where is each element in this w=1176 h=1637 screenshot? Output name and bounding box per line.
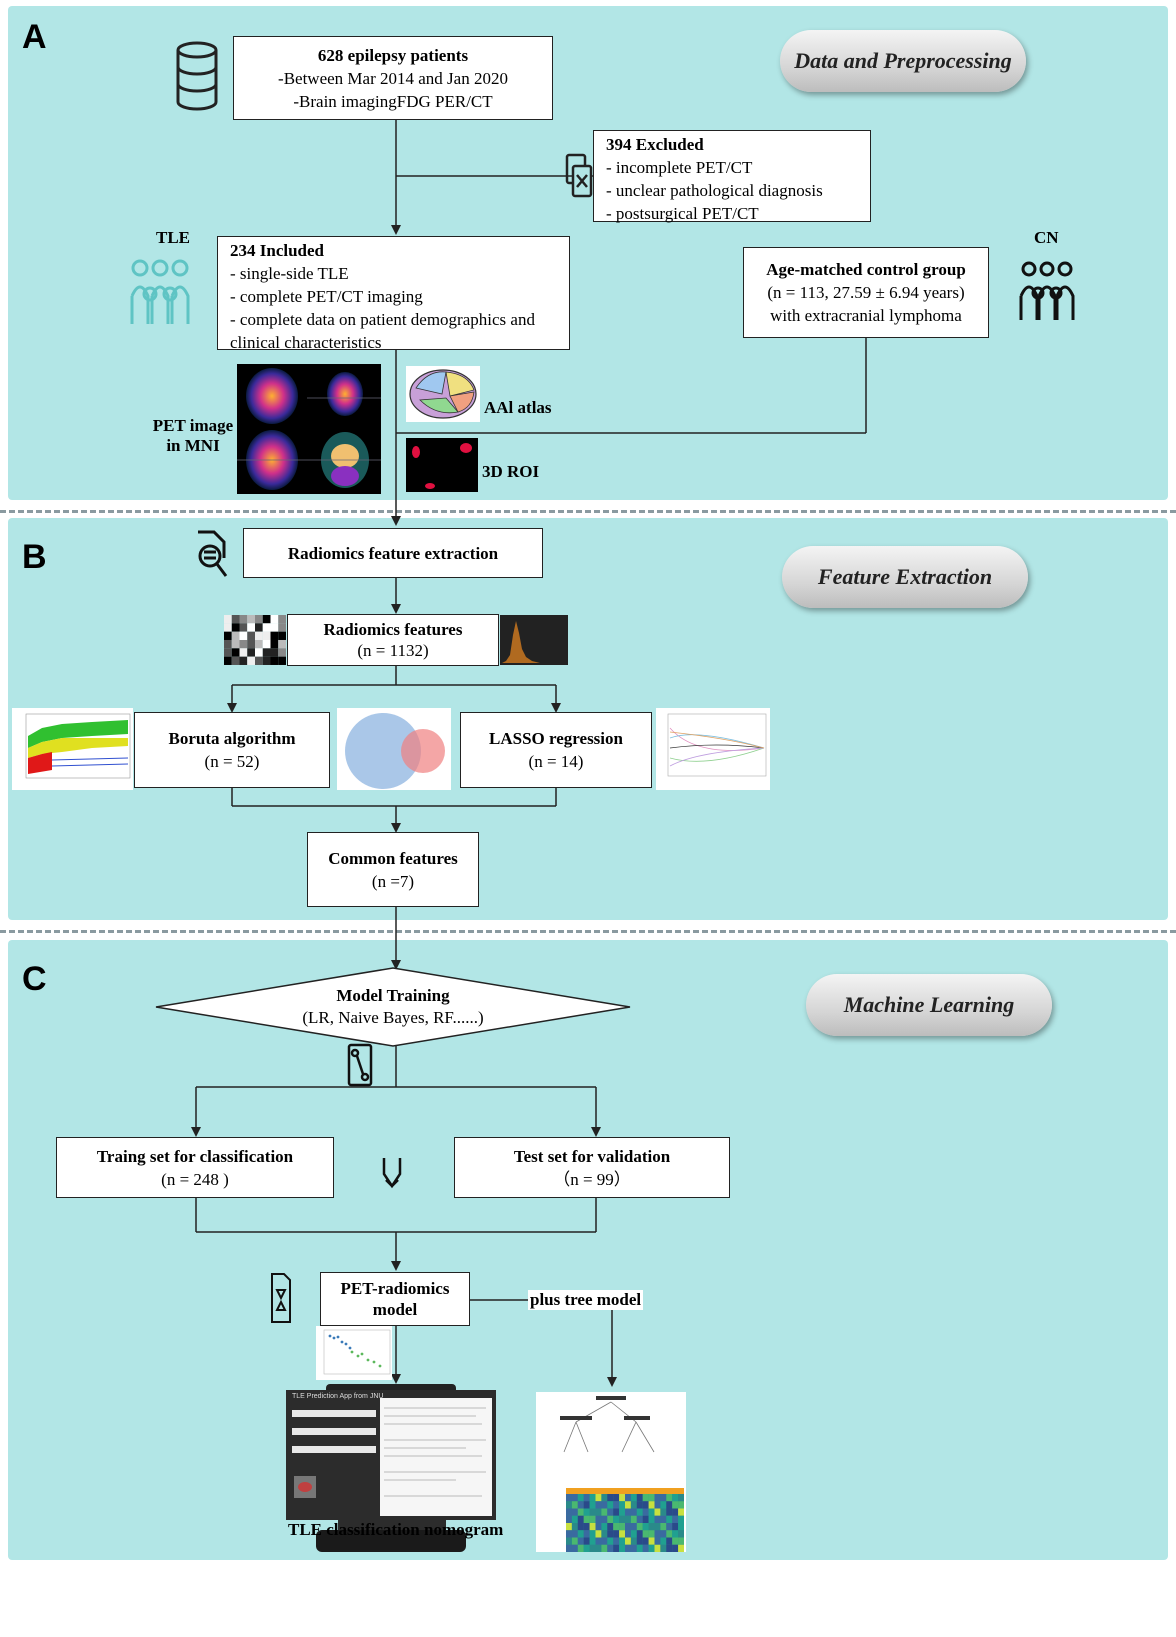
common-features-box: Common features (n =7) bbox=[307, 832, 479, 907]
nomogram-app-thumbnail bbox=[286, 1384, 496, 1552]
features-box: Radiomics features (n = 1132) bbox=[287, 614, 499, 666]
cn-group-icon bbox=[1019, 261, 1075, 320]
lasso-box: LASSO regression (n = 14) bbox=[460, 712, 652, 788]
patients-line-1: -Between Mar 2014 and Jan 2020 bbox=[278, 68, 508, 88]
lasso-plot-thumbnail bbox=[656, 708, 770, 790]
training-set-title: Traing set for classification bbox=[96, 1146, 294, 1166]
features-n: (n = 1132) bbox=[357, 641, 429, 660]
plus-tree-model-label: plus tree model bbox=[528, 1290, 644, 1310]
model-training-sub: (LR, Naive Bayes, RF......) bbox=[302, 1008, 484, 1027]
excluded-item-2: - unclear pathological diagnosis bbox=[606, 181, 823, 200]
cn-label: CN bbox=[1034, 228, 1059, 247]
included-title: 234 Included bbox=[230, 241, 324, 260]
included-item-1: - single-side TLE bbox=[230, 264, 349, 283]
lasso-n: (n = 14) bbox=[528, 752, 584, 771]
control-box: Age-matched control group (n = 113, 27.5… bbox=[743, 247, 989, 338]
pet-radiomics-line-1: PET-radiomics bbox=[340, 1279, 450, 1298]
model-training-title: Model Training bbox=[336, 986, 450, 1005]
pet-image-thumbnail bbox=[237, 364, 381, 494]
roi-thumbnail bbox=[406, 438, 478, 492]
tree-model-thumbnail bbox=[536, 1392, 686, 1552]
boruta-plot-thumbnail bbox=[12, 708, 133, 790]
split-icon bbox=[347, 1043, 373, 1087]
boruta-n: (n = 52) bbox=[204, 752, 260, 771]
aal-atlas-thumbnail bbox=[406, 366, 480, 422]
test-set-n: （n = 99） bbox=[553, 1169, 631, 1189]
model-training-diamond bbox=[155, 967, 631, 1047]
control-line-2: with extracranial lymphoma bbox=[770, 306, 962, 325]
banner-machine-learning: Machine Learning bbox=[806, 974, 1052, 1036]
banner-feature-extraction: Feature Extraction bbox=[782, 546, 1028, 608]
tle-label: TLE bbox=[156, 228, 191, 247]
divider-ab bbox=[0, 510, 1176, 513]
patients-line-2: -Brain imagingFDG PER/CT bbox=[293, 91, 493, 111]
panel-letter-a: A bbox=[22, 18, 47, 56]
excluded-box: 394 Excluded - incomplete PET/CT - uncle… bbox=[593, 130, 871, 223]
scatter-plot-thumbnail bbox=[316, 1326, 392, 1380]
common-features-n: (n =7) bbox=[371, 871, 415, 891]
roi-label: 3D ROI bbox=[482, 462, 540, 481]
pet-radiomics-line-2: model bbox=[372, 1300, 418, 1319]
test-set-title: Test set for validation bbox=[513, 1146, 671, 1166]
database-icon bbox=[176, 41, 218, 111]
extraction-label: Radiomics feature extraction bbox=[287, 543, 499, 563]
texture-matrix-thumbnail bbox=[224, 615, 286, 665]
pet-radiomics-model-box: PET-radiomics model bbox=[320, 1272, 470, 1326]
merge-arrows-icon bbox=[382, 1158, 402, 1189]
banner-data-preprocessing: Data and Preprocessing bbox=[780, 30, 1026, 92]
divider-bc bbox=[0, 930, 1176, 933]
included-item-2: - complete PET/CT imaging bbox=[230, 287, 423, 306]
aal-atlas-label: AAl atlas bbox=[484, 398, 552, 417]
nomogram-label: TLE classification nomogram bbox=[288, 1520, 504, 1539]
patients-box: 628 epilepsy patients -Between Mar 2014 … bbox=[233, 36, 553, 120]
excluded-item-3: - postsurgical PET/CT bbox=[606, 204, 759, 223]
included-item-3: - complete data on patient demographics … bbox=[230, 310, 535, 329]
tle-group-icon bbox=[130, 259, 190, 324]
document-icon bbox=[271, 1273, 291, 1323]
excluded-title: 394 Excluded bbox=[606, 135, 704, 154]
boruta-title: Boruta algorithm bbox=[168, 729, 296, 748]
panel-letter-c: C bbox=[22, 960, 47, 998]
test-set-box: Test set for validation （n = 99） bbox=[454, 1137, 730, 1198]
panel-letter-b: B bbox=[22, 538, 47, 576]
features-title: Radiomics features bbox=[323, 620, 463, 639]
control-title: Age-matched control group bbox=[766, 260, 966, 279]
training-set-box: Traing set for classification (n = 248 ) bbox=[56, 1137, 334, 1198]
extraction-box: Radiomics feature extraction bbox=[243, 528, 543, 578]
training-set-n: (n = 248 ) bbox=[161, 1169, 229, 1189]
common-features-title: Common features bbox=[328, 848, 458, 868]
magnifier-icon bbox=[198, 530, 228, 577]
included-box: 234 Included - single-side TLE - complet… bbox=[217, 236, 570, 352]
histogram-thumbnail bbox=[500, 615, 568, 665]
excluded-item-1: - incomplete PET/CT bbox=[606, 158, 753, 177]
included-item-4: clinical characteristics bbox=[230, 333, 382, 352]
control-line-1: (n = 113, 27.59 ± 6.94 years) bbox=[767, 283, 965, 302]
boruta-box: Boruta algorithm (n = 52) bbox=[134, 712, 330, 788]
exclude-icon bbox=[565, 153, 593, 198]
venn-diagram-thumbnail bbox=[337, 708, 451, 790]
lasso-title: LASSO regression bbox=[489, 729, 623, 748]
patients-title: 628 epilepsy patients bbox=[317, 45, 469, 65]
pet-image-label: PET image in MNI bbox=[152, 416, 234, 455]
app-title: TLE Prediction App from JNU bbox=[292, 1393, 384, 1400]
